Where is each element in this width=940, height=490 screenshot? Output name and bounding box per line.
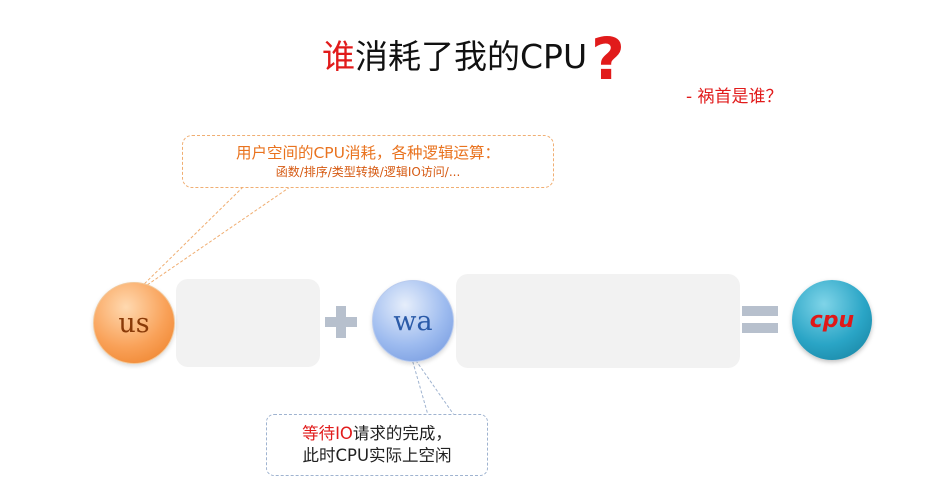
cpu-node: cpu (792, 280, 872, 360)
wa-callout-pointer-left (409, 351, 429, 416)
us-callout-pointer-right (133, 186, 291, 295)
wa-node-label: wa (393, 305, 433, 337)
us-callout: 用户空间的CPU消耗，各种逻辑运算： 函数/排序/类型转换/逻辑IO访问/... (182, 135, 554, 188)
wa-callout-line1: 等待IO请求的完成， (267, 423, 487, 445)
wa-value-box (456, 274, 740, 368)
question-mark: ? (591, 25, 625, 93)
us-node: us (93, 282, 175, 364)
equals-operator-top (742, 306, 778, 316)
cpu-node-label: cpu (809, 307, 855, 333)
us-value-box (176, 279, 320, 367)
equals-operator-bottom (742, 323, 778, 333)
wa-callout-line2: 此时CPU实际上空闲 (302, 446, 452, 465)
wa-callout-io: IO (335, 424, 353, 443)
plus-operator-horizontal (325, 317, 357, 327)
us-callout-line1: 用户空间的CPU消耗，各种逻辑运算： (235, 144, 501, 162)
page-title: 谁消耗了我的CPU? (322, 18, 625, 88)
wa-callout-line1-post: 请求的完成， (352, 424, 452, 443)
wa-callout-pointer-right (409, 351, 455, 416)
us-callout-line2: 函数/排序/类型转换/逻辑IO访问/... (275, 165, 461, 179)
wa-callout: 等待IO请求的完成， 此时CPU实际上空闲 (266, 414, 488, 476)
subtitle: - 祸首是谁？ (686, 87, 783, 107)
title-highlight: 谁 (322, 37, 355, 76)
us-callout-pointer-left (133, 186, 244, 295)
wa-callout-line1-pre: 等待 (302, 424, 336, 443)
title-text: 消耗了我的CPU (355, 37, 588, 76)
us-node-label: us (118, 307, 150, 339)
wa-node: wa (372, 280, 454, 362)
